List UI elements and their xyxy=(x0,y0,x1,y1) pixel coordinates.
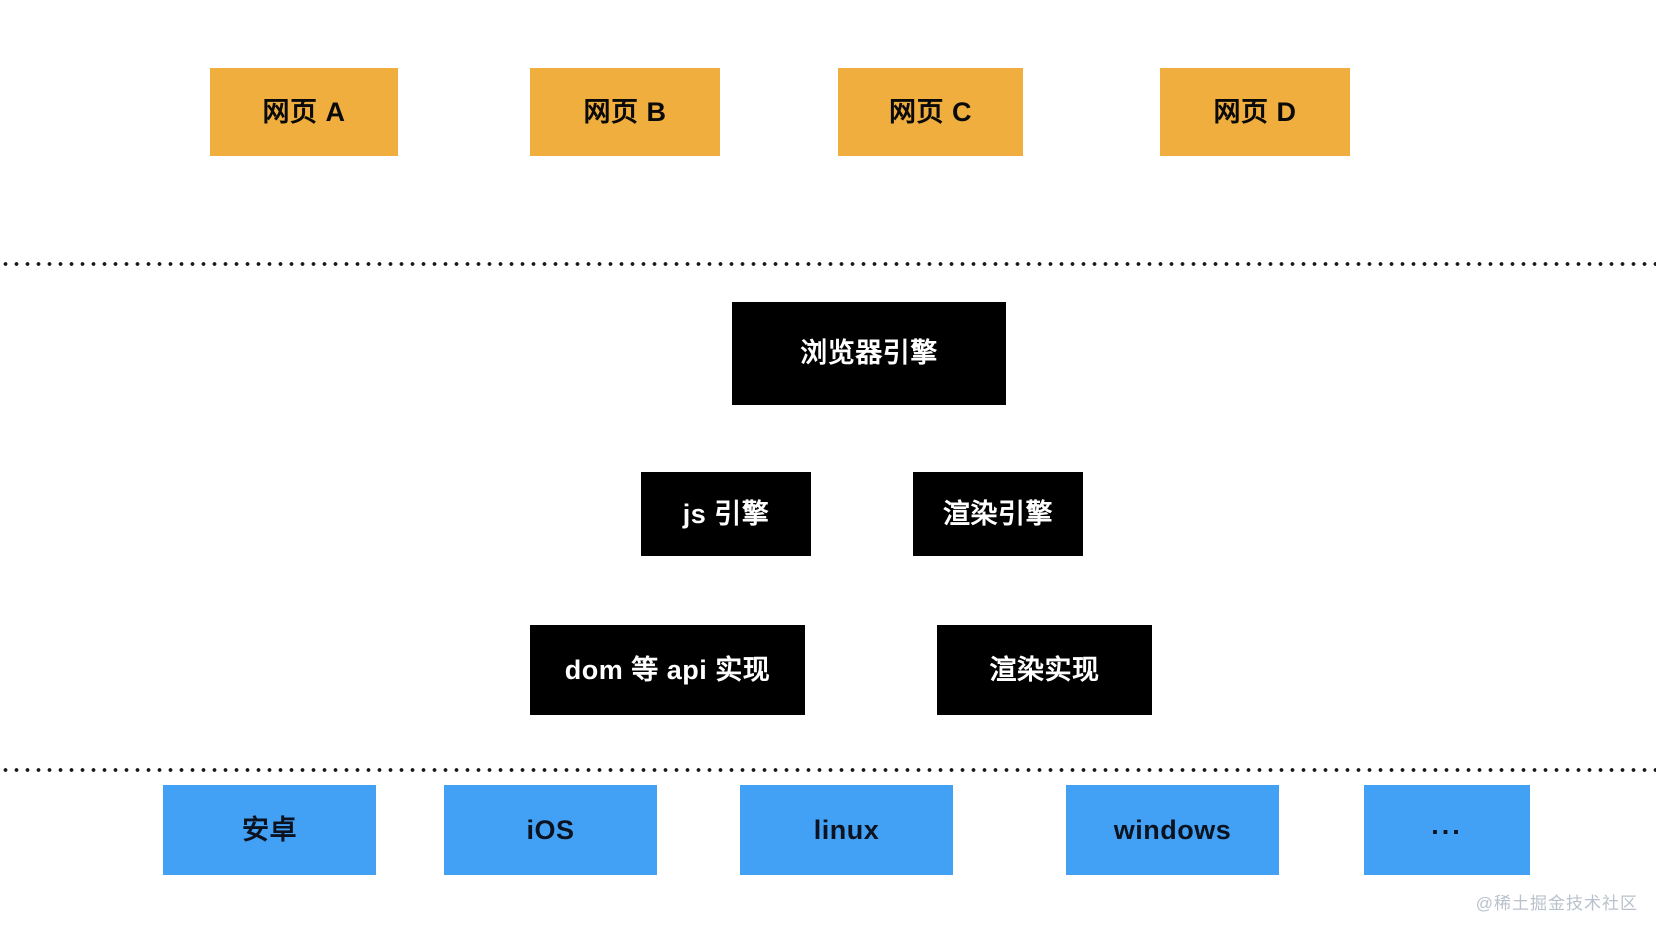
implementation-box-dom-等-api-实现-label: dom 等 api 实现 xyxy=(564,654,771,685)
os-box-安卓: 安卓 xyxy=(163,785,376,875)
watermark: @稀土掘金技术社区 xyxy=(1475,894,1638,913)
os-box-linux-label: linux xyxy=(813,814,880,845)
os-box-item-label: ... xyxy=(1431,809,1463,840)
web-page-box-网页-a-label: 网页 A xyxy=(262,96,346,127)
browser-engine-box-label: 浏览器引擎 xyxy=(800,338,938,368)
web-page-box-网页-c: 网页 C xyxy=(838,68,1023,156)
os-box-windows-label: windows xyxy=(1113,814,1232,845)
os-box-ios: iOS xyxy=(444,785,657,875)
engine-box-渲染引擎: 渲染引擎 xyxy=(913,472,1083,556)
os-box-windows: windows xyxy=(1066,785,1279,875)
divider-pages-browser xyxy=(0,262,1656,266)
web-page-box-网页-b-label: 网页 B xyxy=(583,96,667,127)
os-box-linux: linux xyxy=(740,785,953,875)
implementation-box-dom-等-api-实现: dom 等 api 实现 xyxy=(530,625,805,715)
engine-box-渲染引擎-label: 渲染引擎 xyxy=(943,498,1053,529)
web-page-box-网页-b: 网页 B xyxy=(530,68,720,156)
web-page-box-网页-a: 网页 A xyxy=(210,68,398,156)
browser-engine-box: 浏览器引擎 xyxy=(732,302,1006,405)
web-page-box-网页-c-label: 网页 C xyxy=(889,96,972,127)
os-box-安卓-label: 安卓 xyxy=(242,814,297,845)
implementation-box-渲染实现-label: 渲染实现 xyxy=(989,654,1100,685)
web-page-box-网页-d: 网页 D xyxy=(1160,68,1350,156)
engine-box-js-引擎: js 引擎 xyxy=(641,472,811,556)
engine-box-js-引擎-label: js 引擎 xyxy=(682,498,770,529)
implementation-box-渲染实现: 渲染实现 xyxy=(937,625,1152,715)
web-page-box-网页-d-label: 网页 D xyxy=(1213,96,1297,127)
os-box-item: ... xyxy=(1364,785,1530,875)
os-box-ios-label: iOS xyxy=(526,814,575,845)
divider-browser-os xyxy=(0,768,1656,772)
